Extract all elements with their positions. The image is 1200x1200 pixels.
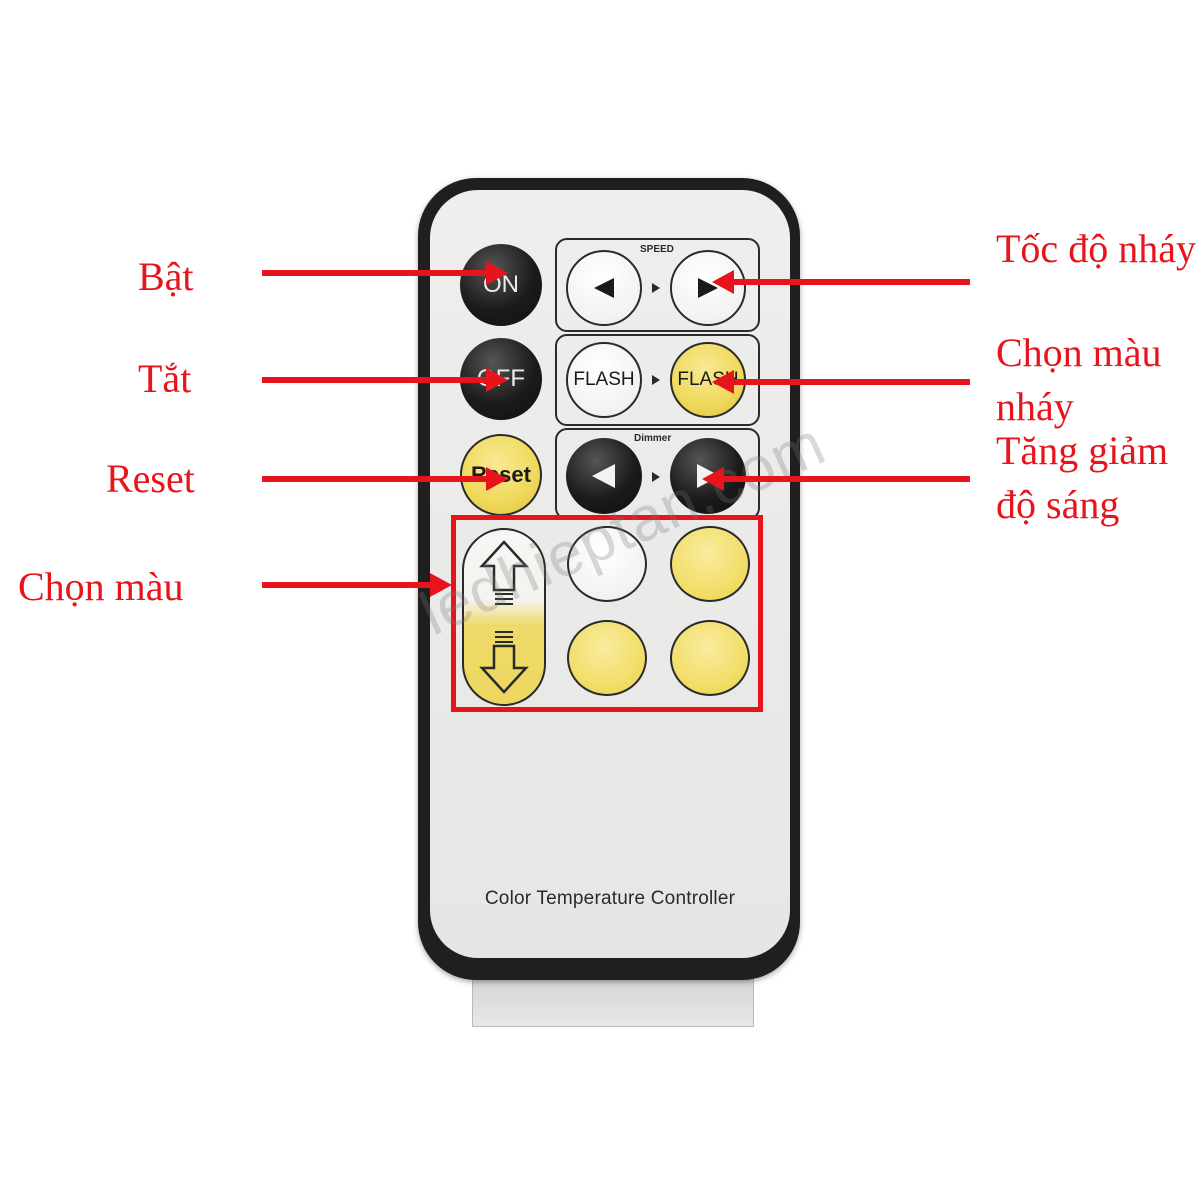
label-flash-color: Chọn màu nháy bbox=[996, 330, 1162, 429]
color-select-highlight bbox=[451, 515, 763, 712]
speed-arrow-icon bbox=[652, 283, 660, 293]
up-down-arrow-icon bbox=[479, 540, 529, 694]
color-temp-rocker[interactable] bbox=[462, 528, 546, 706]
arrow-flash-color bbox=[712, 370, 970, 394]
dimmer-title: Dimmer bbox=[634, 433, 672, 444]
color-warm-1-button[interactable] bbox=[670, 526, 750, 602]
label-reset: Reset bbox=[106, 456, 195, 501]
triangle-left-icon bbox=[594, 278, 614, 298]
model-text: Color Temperature Controller bbox=[484, 888, 736, 909]
dimmer-down-button[interactable] bbox=[566, 438, 642, 514]
label-off: Tắt bbox=[138, 356, 192, 401]
label-on: Bật bbox=[138, 254, 194, 299]
arrow-reset bbox=[262, 467, 508, 491]
label-flash-speed: Tốc độ nháy bbox=[996, 226, 1196, 271]
label-brightness: Tăng giảm độ sáng bbox=[996, 428, 1169, 527]
arrow-on bbox=[262, 261, 508, 285]
arrow-color-select bbox=[262, 573, 452, 597]
on-button[interactable]: ON bbox=[460, 244, 542, 326]
dimmer-arrow-icon bbox=[652, 472, 660, 482]
flash-arrow-icon bbox=[652, 375, 660, 385]
color-warm-2-button[interactable] bbox=[567, 620, 647, 696]
speed-group bbox=[555, 238, 760, 332]
color-warm-3-button[interactable] bbox=[670, 620, 750, 696]
triangle-right-icon bbox=[698, 278, 718, 298]
arrow-flash-speed bbox=[712, 270, 970, 294]
label-color-select: Chọn màu bbox=[18, 564, 184, 609]
flash-left-label: FLASH bbox=[573, 369, 635, 390]
speed-up-button[interactable] bbox=[670, 250, 746, 326]
speed-down-button[interactable] bbox=[566, 250, 642, 326]
speed-title: SPEED bbox=[640, 244, 674, 255]
arrow-brightness bbox=[702, 467, 970, 491]
triangle-left-icon bbox=[592, 464, 615, 488]
color-white-button[interactable] bbox=[567, 526, 647, 602]
arrow-off bbox=[262, 368, 508, 392]
flash-left-button[interactable]: FLASH bbox=[566, 342, 642, 418]
